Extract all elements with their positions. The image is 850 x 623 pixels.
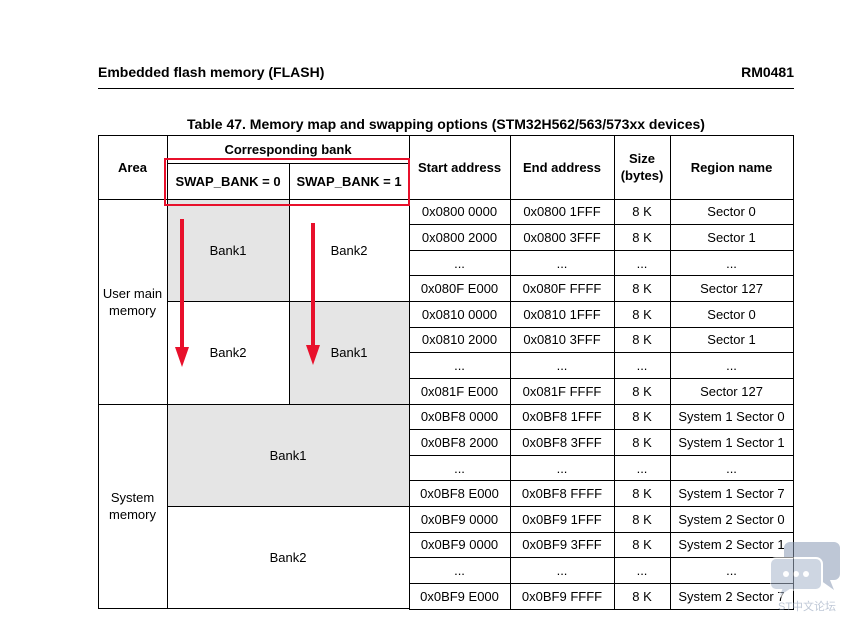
page-header: Embedded flash memory (FLASH) RM0481: [98, 64, 794, 84]
region-name-cell: Sector 0: [669, 301, 794, 328]
end-address-cell: 0x0BF8 3FFF: [509, 429, 615, 456]
header-end-address: End address: [509, 134, 615, 200]
size-cell: 8 K: [613, 531, 671, 559]
start-address-cell: 0x0800 0000: [408, 198, 511, 226]
size-cell: 8 K: [613, 480, 671, 507]
header-size: Size (bytes): [613, 134, 671, 200]
start-address-cell: ...: [408, 454, 511, 482]
header-swap-bank-1: SWAP_BANK = 1: [288, 162, 410, 200]
size-cell: 8 K: [613, 403, 671, 431]
table-caption: Table 47. Memory map and swapping option…: [187, 116, 705, 132]
region-name-cell: ...: [669, 454, 794, 482]
start-address-cell: 0x0BF9 0000: [408, 506, 511, 533]
swap-bank-highlight-box: [164, 158, 410, 206]
end-address-cell: ...: [509, 249, 615, 277]
down-arrow-icon: [175, 219, 189, 367]
down-arrow-icon: [306, 223, 320, 365]
section-title: Embedded flash memory (FLASH): [98, 64, 325, 80]
size-cell: ...: [613, 352, 671, 379]
end-address-cell: ...: [509, 352, 615, 379]
size-cell: 8 K: [613, 506, 671, 533]
header-start-address: Start address: [408, 134, 511, 200]
end-address-cell: 0x0810 3FFF: [509, 326, 615, 354]
size-cell: ...: [613, 249, 671, 277]
end-address-cell: 0x0BF8 1FFF: [509, 403, 615, 431]
header-region-name: Region name: [669, 134, 794, 200]
start-address-cell: 0x0810 0000: [408, 301, 511, 328]
size-cell: 8 K: [613, 377, 671, 405]
size-cell: 8 K: [613, 275, 671, 302]
header-rule: [98, 88, 794, 89]
start-address-cell: 0x0800 2000: [408, 224, 511, 251]
watermark-text: ST中文论坛: [778, 601, 837, 613]
size-cell: 8 K: [613, 301, 671, 328]
document-id: RM0481: [741, 64, 794, 80]
start-address-cell: 0x0BF8 2000: [408, 429, 511, 456]
start-address-cell: ...: [408, 249, 511, 277]
region-name-cell: Sector 127: [669, 275, 794, 302]
start-address-cell: 0x0BF8 E000: [408, 480, 511, 507]
chat-bubble-icon: [769, 542, 840, 601]
end-address-cell: 0x0800 3FFF: [509, 224, 615, 251]
region-name-cell: System 1 Sector 0: [669, 403, 794, 431]
start-address-cell: ...: [408, 557, 511, 584]
region-name-cell: Sector 127: [669, 377, 794, 405]
end-address-cell: 0x0BF9 3FFF: [509, 531, 615, 559]
start-address-cell: 0x080F E000: [408, 275, 511, 302]
bank-cell-system-bottom: Bank2: [166, 505, 410, 609]
start-address-cell: 0x081F E000: [408, 377, 511, 405]
area-user-main-memory: User main memory: [97, 198, 168, 405]
size-cell: 8 K: [613, 198, 671, 226]
size-cell: 8 K: [613, 429, 671, 456]
region-name-cell: System 2 Sector 0: [669, 506, 794, 533]
size-cell: 8 K: [613, 582, 671, 610]
region-name-cell: Sector 1: [669, 224, 794, 251]
header-area: Area: [97, 134, 168, 200]
size-cell: ...: [613, 557, 671, 584]
forum-watermark: ST中文论坛: [769, 540, 842, 613]
end-address-cell: 0x0810 1FFF: [509, 301, 615, 328]
end-address-cell: 0x081F FFFF: [509, 377, 615, 405]
region-name-cell: ...: [669, 249, 794, 277]
start-address-cell: ...: [408, 352, 511, 379]
region-name-cell: System 2 Sector 7: [669, 582, 794, 610]
end-address-cell: ...: [509, 557, 615, 584]
end-address-cell: 0x0BF9 1FFF: [509, 506, 615, 533]
start-address-cell: 0x0BF8 0000: [408, 403, 511, 431]
start-address-cell: 0x0BF9 E000: [408, 582, 511, 610]
size-cell: ...: [613, 454, 671, 482]
start-address-cell: 0x0BF9 0000: [408, 531, 511, 559]
end-address-cell: 0x080F FFFF: [509, 275, 615, 302]
region-name-cell: System 1 Sector 1: [669, 429, 794, 456]
bank-cell-user-top-swap1: Bank2: [288, 198, 410, 302]
region-name-cell: ...: [669, 352, 794, 379]
region-name-cell: System 2 Sector 1: [669, 531, 794, 559]
size-cell: 8 K: [613, 224, 671, 251]
end-address-cell: 0x0BF9 FFFF: [509, 582, 615, 610]
size-cell: 8 K: [613, 326, 671, 354]
end-address-cell: 0x0BF8 FFFF: [509, 480, 615, 507]
area-system-memory: System memory: [97, 403, 168, 609]
region-name-cell: System 1 Sector 7: [669, 480, 794, 507]
bank-cell-system-top: Bank1: [166, 403, 410, 507]
end-address-cell: ...: [509, 454, 615, 482]
region-name-cell: Sector 1: [669, 326, 794, 354]
start-address-cell: 0x0810 2000: [408, 326, 511, 354]
region-name-cell: Sector 0: [669, 198, 794, 226]
memory-map-table: Area Corresponding bank SWAP_BANK = 0 SW…: [97, 134, 794, 610]
end-address-cell: 0x0800 1FFF: [509, 198, 615, 226]
